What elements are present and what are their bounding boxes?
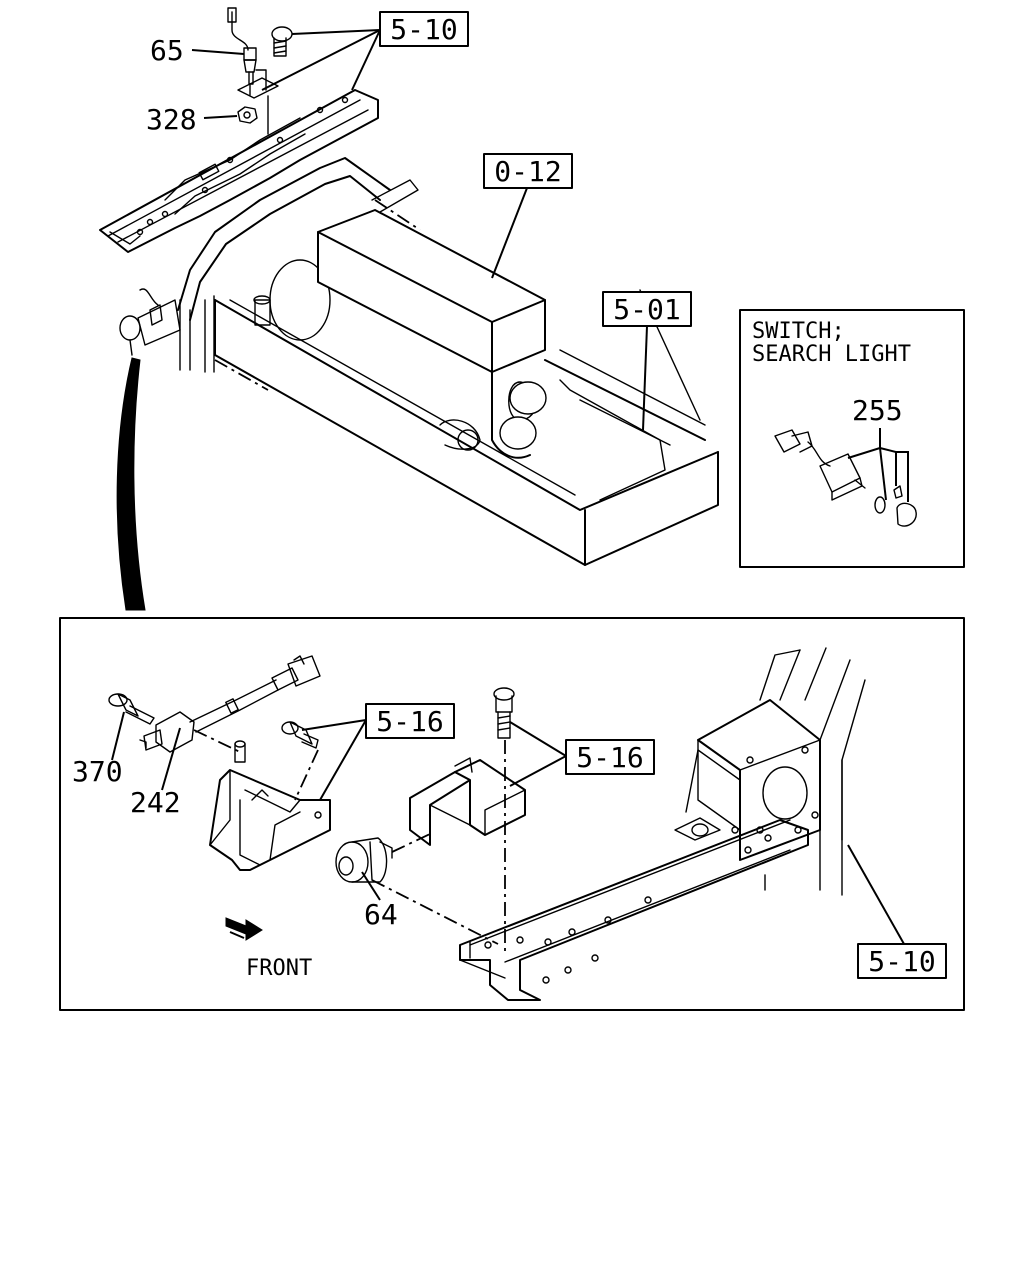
part-number-242: 242: [130, 786, 181, 819]
ref-label-5-16-b: 5-16: [576, 741, 643, 774]
detail-callout-arc: [116, 357, 146, 611]
leader-255-b: [879, 447, 887, 501]
front-label: FRONT: [246, 956, 312, 981]
leader-5-10-top-b: [351, 29, 381, 91]
frame-mounted-switch: [119, 288, 181, 356]
part-number-370: 370: [72, 755, 123, 788]
leader-5-16-a1: [301, 719, 367, 731]
ref-label-0-12: 0-12: [494, 155, 561, 188]
part-number-65: 65: [150, 34, 184, 67]
bolt-5-16-small: [281, 721, 319, 749]
leader-5-01: [642, 325, 648, 431]
part-number-64: 64: [364, 898, 398, 931]
dashline-64-frame: [371, 879, 499, 945]
leader-5-16-b1: [509, 721, 567, 757]
battery-box: [317, 209, 547, 459]
part-65-sensor: [227, 7, 257, 96]
part-242-switch: [139, 655, 321, 753]
leader-242: [161, 727, 181, 791]
front-arrow-icon: [225, 917, 263, 941]
dashline-64: [391, 833, 431, 853]
leader-5-10-top-c: [261, 29, 381, 91]
dashline-box-left: [214, 359, 269, 391]
vertical-plate-bracket: [674, 699, 821, 861]
leader-5-10-top-a: [291, 29, 381, 35]
inset-title-line2: SEARCH LIGHT: [752, 342, 911, 367]
leader-255-a: [847, 428, 881, 459]
ref-label-5-01: 5-01: [613, 293, 680, 326]
dashline-small-bolt: [294, 749, 319, 801]
part-number-255: 255: [852, 394, 903, 427]
mounting-plate: [237, 77, 279, 99]
plunger-pin: [234, 740, 246, 763]
part-64-switch: [335, 837, 393, 883]
search-light-switch-part: [774, 429, 917, 527]
part-number-328: 328: [146, 103, 197, 136]
bolt-5-10-top: [255, 26, 293, 91]
bottom-detail-inset: 5-16 5-16 5-10 370 242 64 FRONT: [59, 617, 965, 1011]
leader-64: [361, 871, 381, 901]
leader-328: [203, 115, 238, 119]
top-assembly: 5-10 0-12 5-01 65 328: [99, 7, 719, 611]
leader-65: [191, 49, 245, 55]
inset-title-line1: SWITCH;: [752, 319, 845, 344]
leader-5-16-b2: [509, 755, 567, 787]
leader-5-10-bottom: [847, 844, 905, 945]
cab-floor-platform: [214, 259, 719, 566]
inset-search-light-switch: SWITCH; SEARCH LIGHT 255: [739, 309, 965, 568]
mounting-crossmember-detail: [459, 819, 809, 1001]
dashline-242: [193, 729, 241, 753]
switch-mounting-bracket: [409, 757, 526, 846]
leader-5-16-a2: [319, 719, 367, 801]
leader-0-12: [491, 187, 528, 279]
leader-370: [111, 711, 125, 761]
ref-label-5-16-a: 5-16: [376, 705, 443, 738]
frame-crossmember: [99, 89, 379, 253]
part-328-nut: [237, 95, 269, 135]
dashline-box-to-cab: [374, 199, 421, 231]
ref-label-5-10-top: 5-10: [390, 13, 457, 46]
leader-255-d: [896, 451, 909, 502]
switch-242-bracket: [209, 769, 331, 871]
bolt-5-16-long: [493, 687, 515, 739]
ref-label-5-10-bottom: 5-10: [868, 945, 935, 978]
part-370-bolt: [108, 693, 155, 725]
